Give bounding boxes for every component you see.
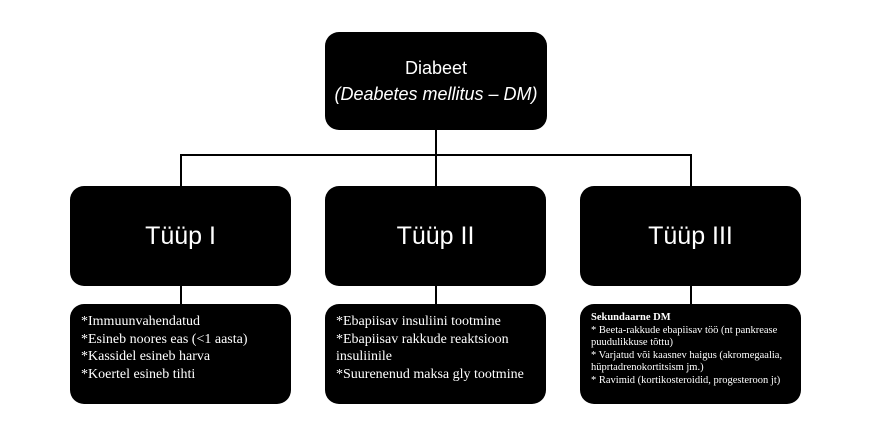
type-label: Tüüp I [145,221,216,250]
detail-item: *Ebapiisav insuliini tootmine [336,314,501,329]
root-node-diabetes: Diabeet (Deabetes mellitus – DM) [325,32,547,130]
root-title: Diabeet [404,58,468,78]
type-node-1: Tüüp I [70,186,291,286]
connector-type1-down [180,286,182,304]
type-label: Tüüp II [396,221,475,250]
detail-item: *Esineb noores eas (<1 aasta) [81,331,248,347]
root-subtitle: (Deabetes mellitus – DM) [334,84,538,104]
detail-node-type-3: Sekundaarne DM * Beeta-rakkude ebapiisav… [580,304,801,404]
detail-item: *Immuunvahendatud [81,314,200,329]
connector-type2-up [435,154,437,186]
detail-item: * Beeta-rakkude ebapiisav töö (nt pankre… [591,324,778,349]
detail-item: *Ebapiisav rakkude reaktsioon insuliinil… [336,331,509,365]
detail-node-type-1: *Immuunvahendatud *Esineb noores eas (<1… [70,304,291,404]
connector-type3-up [690,154,692,186]
connector-type3-down [690,286,692,304]
detail-heading: Sekundaarne DM [591,312,671,323]
connector-type2-down [435,286,437,304]
detail-item: * Ravimid (kortikosteroidid, progesteroo… [591,374,781,386]
type-label: Tüüp III [648,221,733,250]
detail-item: *Suurenenud maksa gly tootmine [336,366,524,382]
detail-item: *Koertel esineb tihti [81,366,196,382]
type-node-2: Tüüp II [325,186,546,286]
connector-type1-up [180,154,182,186]
detail-item: * Varjatud või kaasnev haigus (akromegaa… [591,349,783,374]
connector-root-down [435,130,437,155]
detail-node-type-2: *Ebapiisav insuliini tootmine *Ebapiisav… [325,304,546,404]
detail-item: *Kassidel esineb harva [81,349,211,364]
type-node-3: Tüüp III [580,186,801,286]
